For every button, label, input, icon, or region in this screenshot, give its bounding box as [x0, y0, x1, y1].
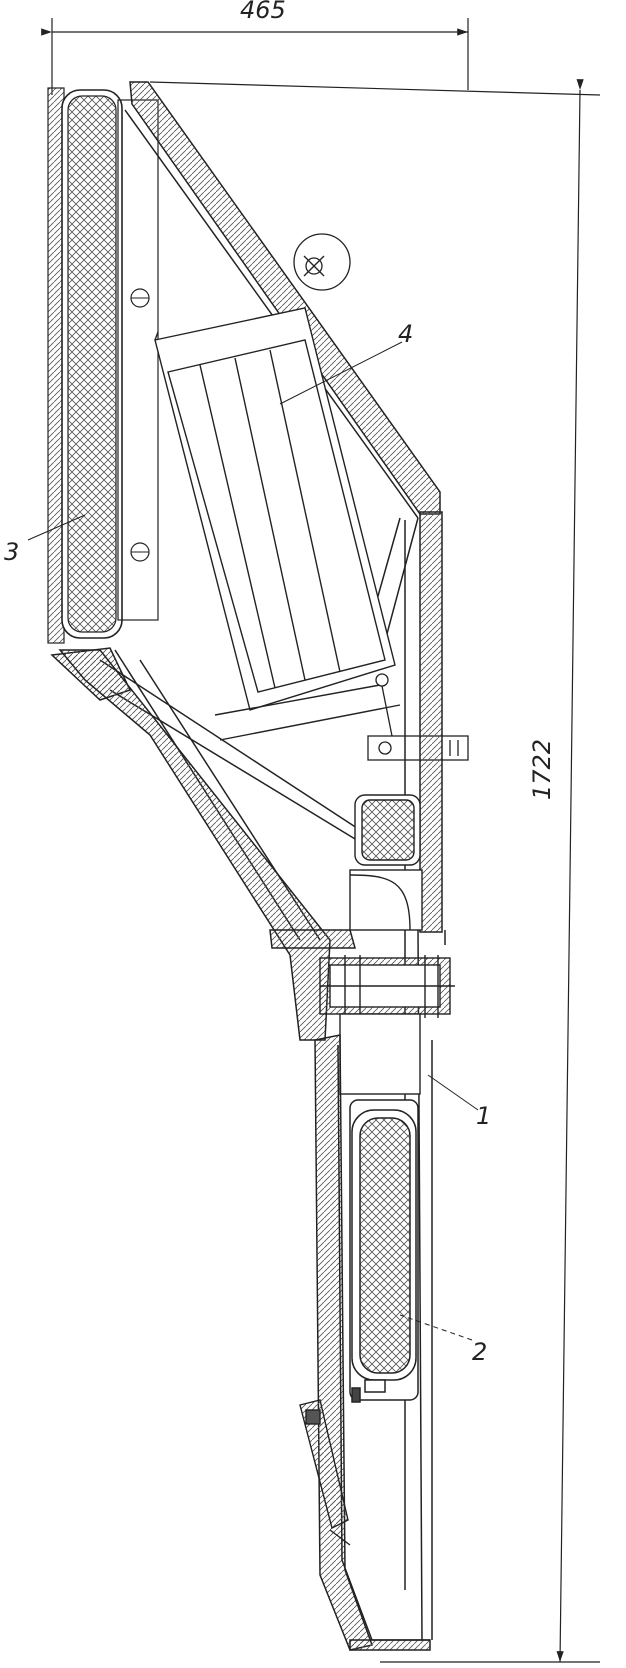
width-dimension-label: 465: [240, 0, 286, 24]
container-box: [154, 307, 401, 741]
height-dimension-label: 1722: [528, 739, 556, 800]
width-dimension: [41, 18, 469, 95]
seat-cushion: [349, 1099, 419, 1403]
mounting-bracket: [367, 673, 469, 761]
wheel-hub: [319, 955, 455, 1095]
callout-label-1: 1: [476, 1102, 491, 1130]
callout-leaders: [27, 341, 479, 1341]
height-dimension: [149, 79, 601, 1663]
sloped-floor: [58, 649, 356, 1041]
tension-wheel: [293, 233, 351, 291]
footrest: [299, 1399, 351, 1546]
backrest-cushion: [47, 87, 159, 644]
callout-label-4: 4: [398, 320, 413, 348]
mid-cushion: [349, 794, 423, 931]
rail-frame: [404, 511, 446, 1641]
callout-label-3: 3: [4, 538, 19, 566]
callout-label-2: 2: [472, 1338, 487, 1366]
